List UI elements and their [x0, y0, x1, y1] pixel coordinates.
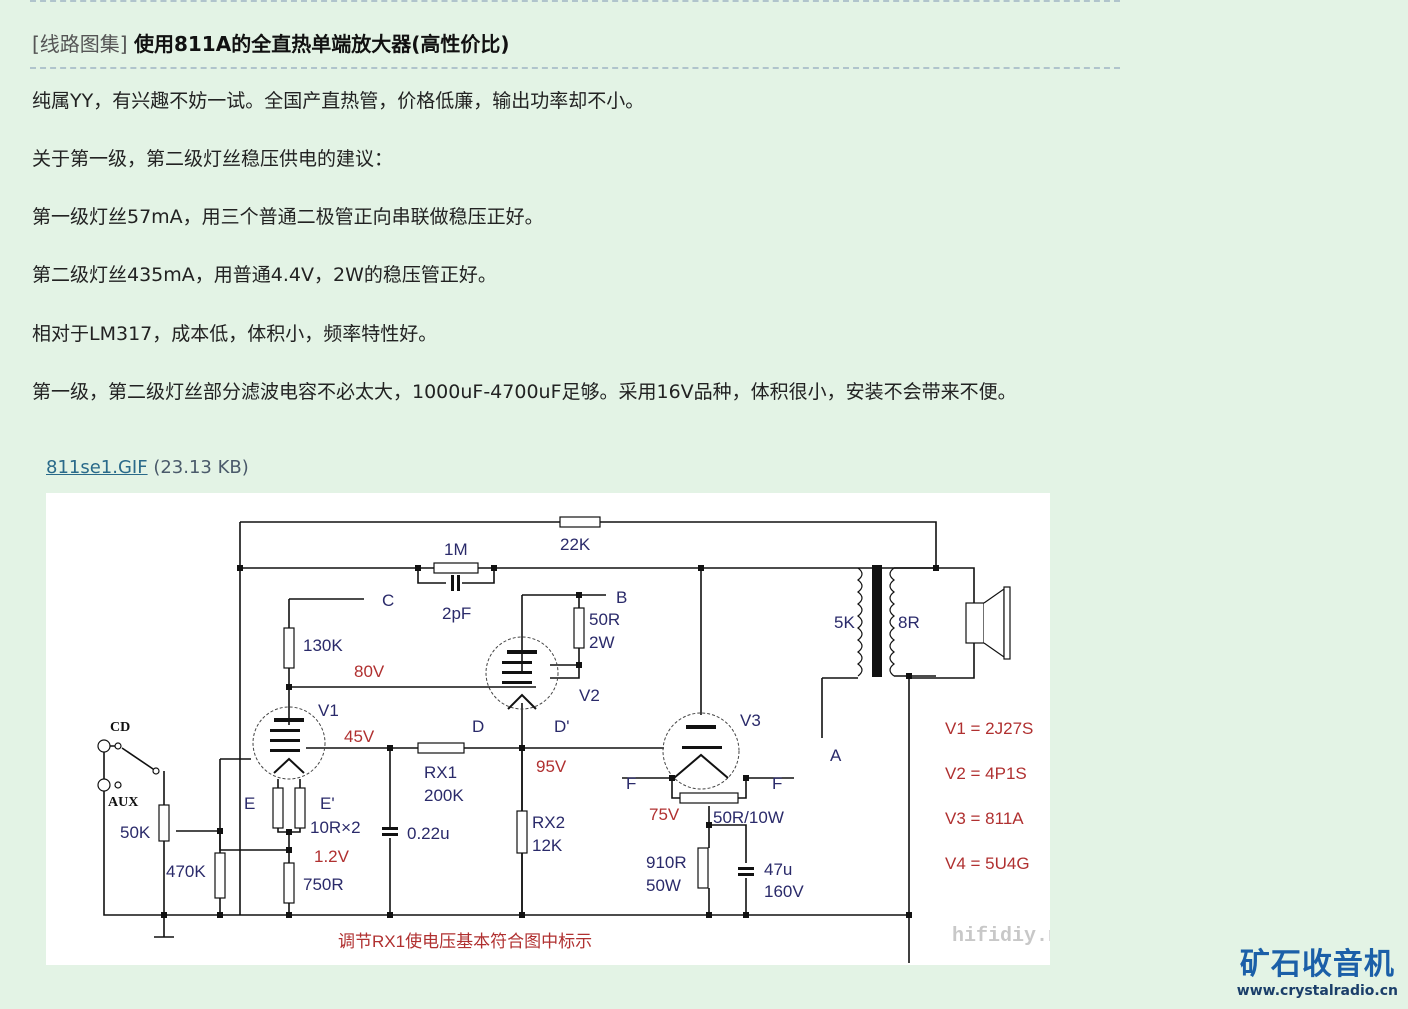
resistor-rx2: [516, 810, 528, 854]
label-130k: 130K: [303, 636, 343, 655]
tubes: [252, 636, 740, 790]
tube-list-item: V2 = 4P1S: [945, 764, 1027, 783]
resistor-10r-b: [294, 787, 306, 829]
label-12v: 1.2V: [314, 847, 350, 866]
watermark: hifidiy.net: [952, 925, 1050, 948]
label-f1: F: [626, 774, 636, 793]
resistor-10r-a: [272, 787, 284, 829]
label-v3: V3: [740, 711, 761, 730]
tube-list-item: V1 = 2J27S: [945, 719, 1033, 738]
attachment-link[interactable]: 811se1.GIF: [46, 457, 148, 478]
capacitors: [382, 565, 882, 876]
paragraph: 纯属YY，有兴趣不妨一试。全国产直热管，价格低廉，输出功率却不小。: [32, 90, 645, 112]
speaker-cone: [983, 587, 1005, 659]
paragraph: 第一级，第二级灯丝部分滤波电容不必太大，1000uF-4700uF足够。采用16…: [32, 381, 1017, 403]
post-title-text: 使用811A的全直热单端放大器(高性价比): [133, 32, 510, 56]
attachment-size: (23.13 KB): [153, 457, 249, 478]
label-910r: 910R: [646, 853, 687, 872]
label-2w: 2W: [589, 633, 615, 652]
speaker-diaphragm: [1003, 586, 1011, 660]
label-47u: 47u: [764, 860, 792, 879]
label-022u: 0.22u: [407, 824, 450, 843]
paragraph: 相对于LM317，成本低，体积小，频率特性好。: [32, 323, 438, 345]
resistor-750r: [283, 862, 295, 904]
logo-name: 矿石收音机: [1239, 947, 1395, 982]
tube-v2: [485, 636, 559, 710]
label-aux: AUX: [108, 795, 138, 810]
label-8r: 8R: [898, 613, 920, 632]
label-out-c: C: [382, 591, 394, 610]
label-50r10w: 50R/10W: [713, 808, 784, 827]
transformer-core: [872, 565, 882, 677]
label-1m: 1M: [444, 540, 468, 559]
label-d: D: [472, 717, 484, 736]
resistor-22k: [559, 516, 601, 528]
label-50r: 50R: [589, 610, 620, 629]
label-e2: E': [320, 794, 335, 813]
label-12k: 12K: [532, 836, 563, 855]
components: [158, 516, 1011, 904]
post-title: [线路图集] 使用811A的全直热单端放大器(高性价比): [32, 28, 509, 57]
label-d2: D': [554, 717, 570, 736]
potentiometer-50k: [158, 804, 170, 842]
schematic-image: 22K 1M 2pF C B 130K 50R 2W V1 V2 V3 D D'…: [46, 493, 1084, 965]
junctions: [161, 565, 939, 918]
label-22k: 22K: [560, 535, 591, 554]
label-160v: 160V: [764, 882, 804, 901]
logo-url: www.crystalradio.cn: [1236, 983, 1398, 999]
label-e: E: [244, 794, 255, 813]
resistor-1m: [433, 562, 479, 574]
tube-elements: [270, 650, 722, 752]
label-v1: V1: [318, 701, 339, 720]
schematic-svg: 22K 1M 2pF C B 130K 50R 2W V1 V2 V3 D D'…: [97, 516, 1084, 963]
resistor-50r10w: [679, 792, 739, 804]
transformer-primary: [857, 567, 863, 677]
tube-v1: [252, 706, 326, 780]
post-category[interactable]: [线路图集]: [32, 32, 128, 56]
speaker-magnet: [965, 602, 985, 644]
tube-list-item: V3 = 811A: [945, 809, 1024, 828]
resistor-50r: [573, 607, 585, 649]
label-50k: 50K: [120, 823, 151, 842]
resistor-130k: [283, 627, 295, 669]
attachment: 811se1.GIF (23.13 KB): [46, 457, 249, 478]
site-logo: 矿石收音机 www.crystalradio.cn: [1237, 948, 1398, 1000]
label-out-a: A: [830, 746, 842, 765]
paragraph: 第二级灯丝435mA，用普通4.4V，2W的稳压管正好。: [32, 264, 497, 286]
label-5k: 5K: [834, 613, 855, 632]
wires: [103, 521, 975, 963]
transformer-secondary: [889, 567, 895, 677]
label-470k: 470K: [166, 862, 206, 881]
tube-list-item: V4 = 5U4G: [945, 854, 1030, 873]
label-rx1: RX1: [424, 763, 457, 782]
label-v2: V2: [579, 686, 600, 705]
resistor-470k: [214, 852, 226, 899]
label-2pf: 2pF: [442, 604, 471, 623]
resistor-rx1: [417, 742, 465, 754]
label-750r: 750R: [303, 875, 344, 894]
label-95v: 95V: [536, 757, 567, 776]
label-out-b: B: [616, 588, 627, 607]
label-rx2: RX2: [532, 813, 565, 832]
label-200k: 200K: [424, 786, 464, 805]
label-75v: 75V: [649, 805, 680, 824]
resistor-910r: [697, 847, 709, 889]
schematic-note: 调节RX1使电压基本符合图中标示: [338, 931, 592, 951]
label-80v: 80V: [354, 662, 385, 681]
label-50w: 50W: [646, 876, 681, 895]
label-10r: 10R×2: [310, 818, 361, 837]
tube-v3: [662, 712, 740, 790]
label-f2: F: [772, 774, 782, 793]
top-divider: [30, 0, 1120, 2]
title-divider: [30, 67, 1120, 69]
label-45v: 45V: [344, 727, 375, 746]
paragraph: 关于第一级，第二级灯丝稳压供电的建议：: [32, 148, 394, 170]
paragraph: 第一级灯丝57mA，用三个普通二极管正向串联做稳压正好。: [32, 206, 544, 228]
label-cd: CD: [110, 720, 130, 735]
